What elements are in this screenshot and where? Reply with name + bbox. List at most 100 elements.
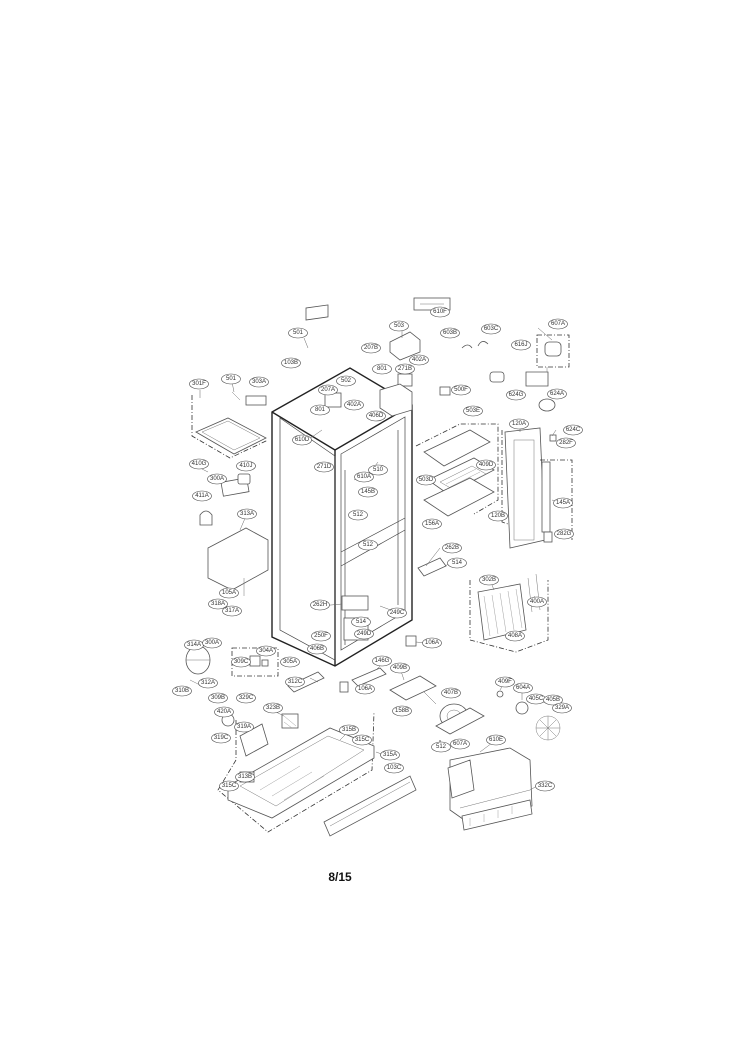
callout-bubble bbox=[513, 682, 533, 694]
callout-501a: 501 bbox=[288, 327, 308, 339]
callout-315c-b: 315C bbox=[219, 780, 239, 792]
callout-262b: 262B bbox=[442, 542, 462, 554]
callout-bubble bbox=[416, 474, 436, 486]
callout-300a-top: 300A bbox=[207, 473, 227, 485]
callout-label: 300A bbox=[205, 640, 219, 646]
callout-label: 624C bbox=[566, 427, 581, 433]
callout-label: 315C bbox=[355, 737, 370, 743]
callout-label: 407B bbox=[444, 690, 458, 696]
callout-bubble bbox=[234, 721, 254, 733]
callout-label: 156A bbox=[425, 521, 439, 527]
callout-bubble bbox=[207, 473, 227, 485]
callout-411a: 411A bbox=[192, 490, 212, 502]
callout-label: 207B bbox=[364, 345, 378, 351]
callout-label: 309C bbox=[234, 659, 249, 665]
callout-bubble bbox=[236, 460, 256, 472]
callout-label: 501 bbox=[293, 330, 304, 336]
callout-label: 103C bbox=[387, 765, 402, 771]
callout-label: 315A bbox=[383, 752, 397, 758]
callout-514-a: 514 bbox=[447, 557, 467, 569]
callout-408a: 408A bbox=[505, 630, 525, 642]
callout-603c: 603C bbox=[481, 323, 501, 335]
callout-label: 319A bbox=[237, 724, 251, 730]
callout-label: 146G bbox=[375, 658, 390, 664]
callout-300a-low: 300A bbox=[202, 637, 222, 649]
callout-bubble bbox=[395, 363, 415, 375]
callout-bubble bbox=[409, 354, 429, 366]
callout-bubble bbox=[547, 388, 567, 400]
callout-282g: 282G bbox=[554, 528, 574, 540]
callout-label: 301F bbox=[192, 381, 206, 387]
callout-301f: 301F bbox=[189, 378, 209, 390]
callout-bubble bbox=[440, 327, 460, 339]
callout-313a: 313A bbox=[237, 508, 257, 520]
callout-bubble bbox=[505, 630, 525, 642]
callout-bubble bbox=[358, 486, 378, 498]
callout-label: 120B bbox=[491, 513, 505, 519]
callout-106a-a: 106A bbox=[422, 637, 442, 649]
callout-510: 510 bbox=[368, 464, 388, 476]
callout-312a: 312A bbox=[198, 677, 218, 689]
callout-bubble bbox=[211, 732, 231, 744]
callout-bubble bbox=[354, 628, 374, 640]
callout-label: 503E bbox=[466, 408, 480, 414]
callout-bubble bbox=[249, 376, 269, 388]
left-control-items bbox=[199, 473, 269, 615]
callout-label: 610A bbox=[357, 474, 371, 480]
callout-bubble bbox=[389, 320, 409, 332]
callout-314a: 314A bbox=[184, 639, 204, 651]
callout-624c: 624C bbox=[563, 424, 583, 436]
callout-624a: 624A bbox=[547, 388, 567, 400]
callout-bubble bbox=[447, 557, 467, 569]
callout-323b: 323B bbox=[263, 702, 283, 714]
callout-bubble bbox=[202, 637, 222, 649]
callout-207a: 207A bbox=[318, 384, 338, 396]
callout-332c: 332C bbox=[535, 780, 555, 792]
evaporator bbox=[469, 573, 549, 653]
callout-120b: 120B bbox=[488, 510, 508, 522]
callout-610d: 610D bbox=[292, 434, 312, 446]
callout-label: 501 bbox=[226, 376, 237, 382]
callout-bubble bbox=[506, 389, 526, 401]
compressor-group bbox=[185, 645, 325, 729]
callout-label: 305A bbox=[283, 659, 297, 665]
callout-bubble bbox=[189, 378, 209, 390]
callout-bubble bbox=[314, 461, 334, 473]
callout-label: 304A bbox=[259, 648, 273, 654]
callout-label: 500F bbox=[454, 387, 468, 393]
callout-label: 262H bbox=[313, 602, 327, 608]
callout-label: 801 bbox=[377, 366, 388, 372]
callout-bubble bbox=[288, 327, 308, 339]
callout-407b: 407B bbox=[441, 687, 461, 699]
callout-bubble bbox=[552, 702, 572, 714]
callout-318a: 318A bbox=[208, 598, 228, 610]
callout-label: 145A bbox=[556, 500, 570, 506]
callout-label: 402A bbox=[347, 402, 361, 408]
callout-bubble bbox=[208, 598, 228, 610]
callout-label: 405C bbox=[529, 696, 544, 702]
callout-bubble bbox=[355, 683, 375, 695]
callout-label: 318A bbox=[211, 601, 225, 607]
callout-label: 503D bbox=[419, 477, 434, 483]
callout-bubble bbox=[310, 599, 330, 611]
callout-512-c: 512 bbox=[431, 741, 451, 753]
callout-label: 409B bbox=[393, 665, 407, 671]
callout-312c: 312C bbox=[285, 676, 305, 688]
callout-410g: 410G bbox=[189, 458, 209, 470]
callout-label: 249D bbox=[357, 631, 372, 637]
callout-bubble bbox=[392, 705, 412, 717]
callout-label: 317A bbox=[225, 608, 239, 614]
callout-bubble bbox=[553, 497, 573, 509]
callout-label: 262B bbox=[445, 545, 459, 551]
fan-assembly bbox=[435, 690, 561, 741]
callout-bubble bbox=[219, 587, 239, 599]
callout-bubble bbox=[307, 643, 327, 655]
rear-shroud bbox=[439, 740, 533, 831]
callout-bubble bbox=[198, 677, 218, 689]
base-plate bbox=[217, 711, 375, 833]
callout-305a: 305A bbox=[280, 656, 300, 668]
callout-bubble bbox=[280, 656, 300, 668]
callout-label: 105A bbox=[222, 590, 236, 596]
callout-label: 801 bbox=[315, 407, 326, 413]
callout-bubble bbox=[442, 542, 462, 554]
